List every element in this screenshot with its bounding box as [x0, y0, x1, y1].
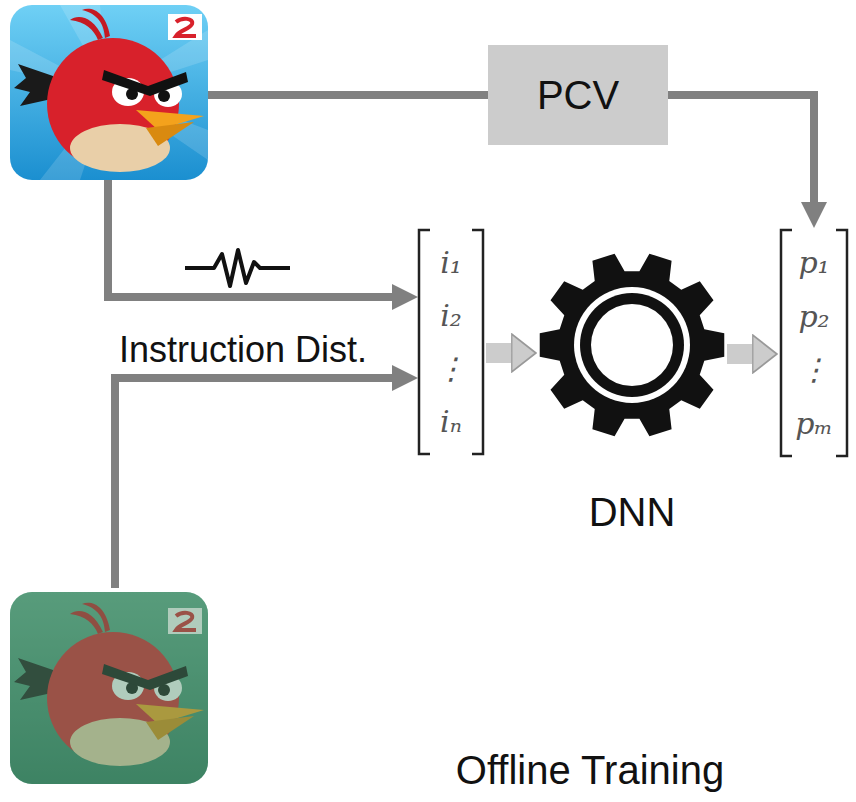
vector-entry: iₙ: [440, 405, 462, 438]
vector-entry: p₂: [798, 300, 829, 333]
vector-entry: p₁: [798, 246, 829, 279]
app-icon: [10, 5, 208, 180]
connector-arrow: [486, 343, 511, 363]
vector-entry: i₂: [440, 299, 462, 332]
vector-entry: pₘ: [795, 407, 833, 440]
noise-symbol: [185, 250, 290, 286]
input-vector: i₁ i₂ ⋮ iₙ: [416, 228, 486, 456]
vector-entry: ⋮: [436, 352, 466, 385]
vector-entry: i₁: [440, 246, 462, 279]
input-label: Instruction Dist.: [118, 322, 368, 378]
process-box: PCV: [488, 45, 668, 145]
output-vector: p₁ p₂ ⋮ pₘ: [778, 228, 850, 458]
connector-arrow: [727, 344, 752, 364]
node-label: DNN: [537, 490, 727, 535]
wire-arrow: [115, 378, 392, 588]
wire-arrow: [108, 180, 392, 297]
dnn-gear: DNN: [537, 250, 727, 540]
connector-arrow: [668, 95, 814, 202]
gear-symbol: [537, 250, 727, 440]
caption-label: Offline Training: [370, 745, 810, 795]
vector-entry: ⋮: [799, 353, 829, 386]
node-label: PCV: [537, 73, 619, 118]
faded-app-icon: [10, 592, 208, 784]
wire: [208, 91, 488, 99]
